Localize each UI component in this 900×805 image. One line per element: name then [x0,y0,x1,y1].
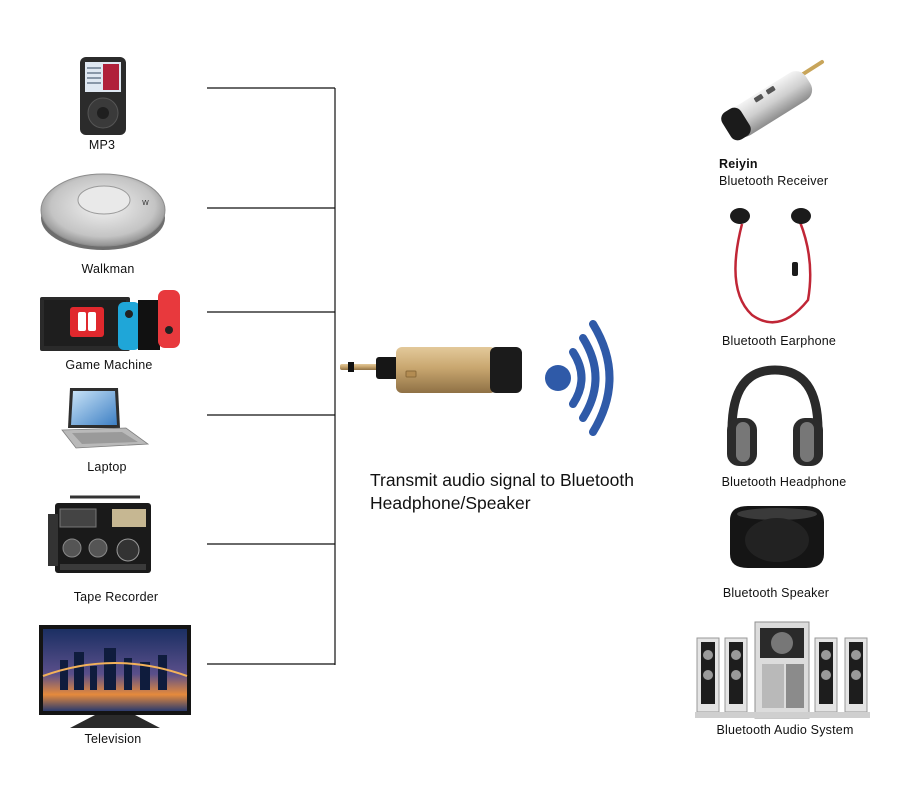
label-bluetooth-speaker: Bluetooth Speaker [722,586,830,600]
label-walkman: Walkman [81,262,135,276]
bluetooth-speaker-icon [730,506,824,568]
game-machine-icon [40,290,180,351]
label-mp3: MP3 [88,138,116,152]
walkman-icon: W [40,173,166,250]
caption-line-2: Headphone/Speaker [370,493,531,513]
label-television: Television [84,732,142,746]
connector-lines [207,87,336,665]
label-brand: Reiyin [719,157,758,171]
wireless-signal-icon [545,320,614,436]
label-bluetooth-earphone: Bluetooth Earphone [721,334,837,348]
caption-line-1: Transmit audio signal to Bluetooth [370,470,634,490]
bluetooth-receiver-icon [721,60,824,141]
bluetooth-audio-system-icon [695,621,870,719]
television-icon [39,625,191,728]
bluetooth-headphone-icon [727,365,823,466]
tape-recorder-icon [48,495,151,573]
mp3-player-icon [80,57,126,135]
label-bluetooth-headphone: Bluetooth Headphone [721,475,847,489]
label-bluetooth-receiver: Bluetooth Receiver [719,174,829,188]
caption: Transmit audio signal to Bluetooth Headp… [370,469,670,515]
bluetooth-earphone-icon [730,208,812,324]
laptop-icon [61,388,150,449]
label-tape-recorder: Tape Recorder [73,590,159,604]
bluetooth-transmitter-icon [340,347,522,393]
label-laptop: Laptop [87,460,127,474]
svg-text:W: W [142,199,149,207]
label-game-machine: Game Machine [65,358,153,372]
label-bluetooth-audio-system: Bluetooth Audio System [716,723,854,737]
